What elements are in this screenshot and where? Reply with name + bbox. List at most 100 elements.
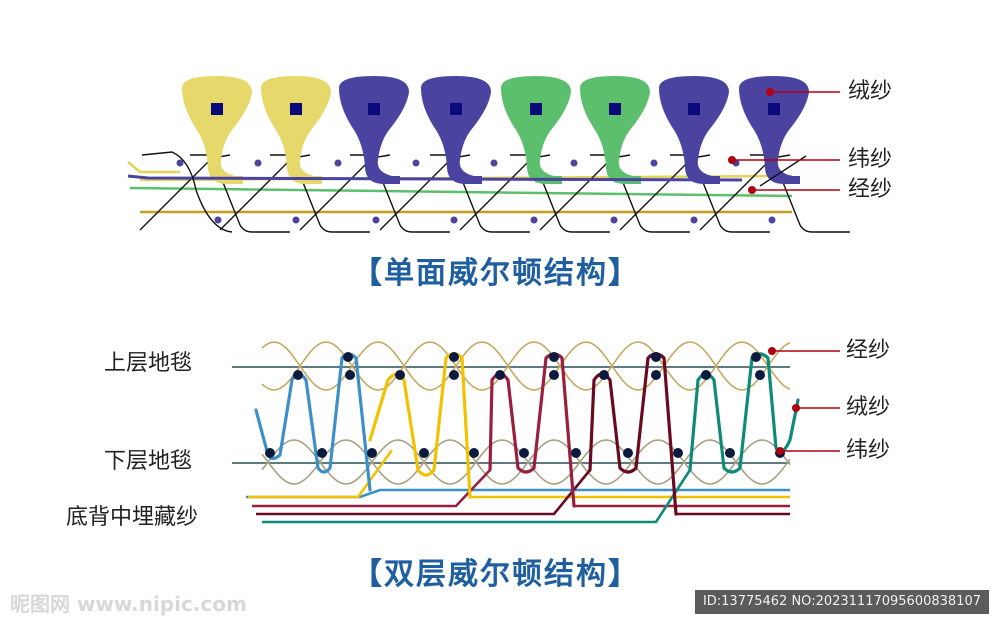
image-id-bar: ID:13775462 NO:20231117095600838107 [694,590,989,614]
weft-dot-lower [214,216,222,224]
upper-weft-dot [449,352,459,362]
tuft-square-marker [211,103,223,115]
maroon-stuffer-left [256,469,592,516]
pile-tuft [339,76,409,184]
upper-weft-dot [449,370,459,380]
weft-dot-upper [570,159,578,167]
tuft-square-marker [368,103,380,115]
upper-weft-dot [651,370,661,380]
upper-weft-dot [751,352,761,362]
warp-yarn-label-2: 经纱 [846,338,890,363]
single-wilton-diagram: 绒纱 纬纱 经纱 【单面威尔顿结构】 [127,76,892,291]
upper-weft-dot [395,370,405,380]
upper-weft-dot [549,352,559,362]
weft-dot-upper [412,159,420,167]
upper-weft-dot [701,370,711,380]
gold-stuffer-left [248,449,394,499]
pile-tuft [659,76,729,184]
upper-weft-dot [651,352,661,362]
weft-yarn-label: 纬纱 [848,147,892,172]
lower-weft-dot [419,448,429,458]
lower-warp-wave [261,439,791,485]
left-chain-end [141,151,233,233]
pile-yarn-label: 绒纱 [848,79,892,104]
weft-dot-lower [768,216,776,224]
chain-warp-down [590,154,690,233]
upper-warp-wave [261,341,791,391]
top-label-pointers [728,88,840,194]
weft-yarn-label-2: 纬纱 [846,438,890,463]
pile-yarn-label-2: 绒纱 [846,395,890,420]
upper-weft-dot [495,370,505,380]
weft-dot-lower [530,216,538,224]
tuft-square-marker [768,103,780,115]
pointer-dot-warp-2 [768,347,776,355]
bottom-label-pointers [768,347,840,455]
double-wilton-diagram: 上层地毯 下层地毯 底背中埋藏纱 经纱 绒纱 纬纱 【双层威尔顿结构】 [66,338,890,592]
lower-weft-dot [469,448,479,458]
back-stuffer-label: 底背中埋藏纱 [66,505,198,530]
tuft-square-marker [688,103,700,115]
top-front-yarns [127,151,807,233]
lower-weft-dot [519,448,529,458]
weft-dot-lower [372,216,380,224]
weft-dot-lower [610,216,618,224]
pile-tuft [739,76,809,184]
upper-weft-dot [293,370,303,380]
upper-weft-dot [345,370,355,380]
chain-warp-down [670,154,770,233]
top-ground-yarns [129,154,850,233]
lower-weft-dot [367,448,377,458]
pile-tuft [421,76,491,184]
top-pile-tufts [182,76,809,184]
upper-warp-wave-2 [261,341,791,391]
weft-dot-upper [650,159,658,167]
pile-tuft [182,76,252,184]
pointer-dot-warp [748,186,756,194]
chain-warp-down [750,154,850,233]
weft-dot-lower [292,216,300,224]
lower-weft-dot [623,448,633,458]
lower-weft-dot [265,448,275,458]
watermark: 昵图网 www.nipic.com [10,592,247,616]
tuft-square-marker [450,103,462,115]
upper-weft-dot [599,370,609,380]
weft-dot-lower [450,216,458,224]
upper-weft-dot [549,370,559,380]
lower-warp-wave-2 [261,439,791,485]
lower-weft-dot [571,448,581,458]
tuft-square-marker [609,103,621,115]
crimson-stuffer-left [252,469,491,508]
lower-weft-dot [725,448,735,458]
chain-warp-down [190,154,290,233]
chain-warp-down [430,154,530,233]
tuft-square-marker [530,103,542,115]
pile-tuft [580,76,650,184]
chain-warp-down [350,154,450,233]
pile-tuft [501,76,571,184]
upper-carpet-label: 上层地毯 [104,351,192,376]
weft-dot-lower [690,216,698,224]
teal-stuffer [262,469,692,524]
warp-yarn-label: 经纱 [848,177,892,202]
pointer-dot-weft [728,156,736,164]
yellow-binding-yarn [127,161,180,174]
pointer-dot-pile [766,88,774,96]
weft-dot-upper [334,159,342,167]
lower-carpet-label: 下层地毯 [104,449,192,474]
pointer-dot-pile-2 [792,404,800,412]
upper-weft-dot [755,370,765,380]
weft-dot-upper [176,159,184,167]
right-chain-end [759,155,807,187]
single-wilton-title: 【单面威尔顿结构】 [352,256,640,291]
chain-warp-down [270,154,370,233]
tuft-square-marker [290,103,302,115]
pointer-dot-weft-2 [776,447,784,455]
green-warp-line [129,186,793,198]
bottom-ground-yarns [232,341,791,524]
lower-weft-dot [317,448,327,458]
bottom-weft-dots [265,352,785,458]
chain-warp-down [510,154,610,233]
upper-weft-dot [343,352,353,362]
